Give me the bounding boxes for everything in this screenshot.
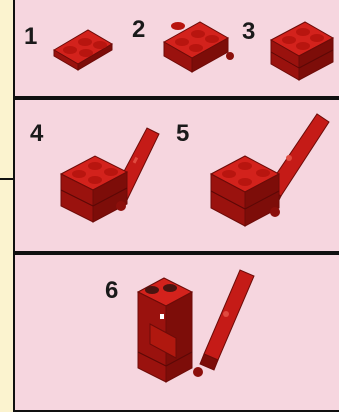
step-number-4: 4 [30, 122, 43, 146]
lego-hinge-arm-icon [55, 122, 170, 244]
callout-line [0, 178, 15, 180]
step-number-5: 5 [176, 122, 189, 146]
lego-brick-assembly-icon [130, 262, 270, 408]
step-number-3: 3 [242, 20, 255, 44]
step-divider-1 [13, 96, 339, 100]
lego-brick-assembly-icon [265, 10, 339, 90]
lego-hinge-arm-icon [205, 108, 339, 248]
step-number-6: 6 [105, 279, 118, 303]
step-number-2: 2 [132, 18, 145, 42]
step-divider-2 [13, 251, 339, 255]
lego-plate-2x2-icon [48, 20, 118, 80]
lego-brick-assembly-icon [158, 12, 238, 82]
step-number-1: 1 [24, 25, 37, 49]
